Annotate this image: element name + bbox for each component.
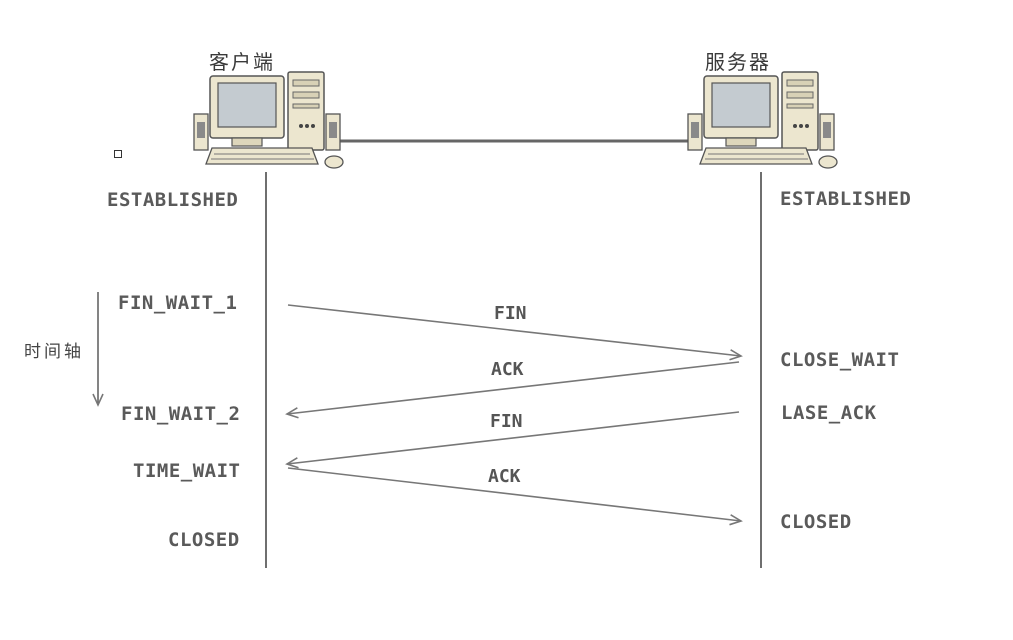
client-computer-icon xyxy=(193,71,344,169)
client-title: 客户端 xyxy=(209,50,275,74)
message-arrow-fin-2 xyxy=(285,411,740,469)
message-label-ack-2: ACK xyxy=(488,466,521,487)
client-state-closed: CLOSED xyxy=(168,529,240,551)
server-state-established: ESTABLISHED xyxy=(780,188,912,210)
message-arrow-ack-2 xyxy=(287,467,743,526)
message-label-fin-1: FIN xyxy=(494,303,527,324)
time-axis-label: 时间轴 xyxy=(24,342,84,362)
client-state-fin-wait-1: FIN_WAIT_1 xyxy=(118,292,238,314)
message-label-fin-2: FIN xyxy=(490,411,523,432)
server-title: 服务器 xyxy=(705,50,771,74)
client-state-fin-wait-2: FIN_WAIT_2 xyxy=(121,403,241,425)
server-state-close-wait: CLOSE_WAIT xyxy=(780,349,900,371)
message-label-ack-1: ACK xyxy=(491,359,524,380)
server-computer-icon xyxy=(687,71,838,169)
server-state-closed: CLOSED xyxy=(780,511,852,533)
client-state-established: ESTABLISHED xyxy=(107,189,239,211)
message-arrow-fin-1 xyxy=(287,304,743,361)
client-state-time-wait: TIME_WAIT xyxy=(133,460,241,482)
message-arrow-ack-1 xyxy=(285,361,740,419)
server-state-last-ack: LASE_ACK xyxy=(781,402,877,424)
small-square-marker xyxy=(114,150,122,158)
